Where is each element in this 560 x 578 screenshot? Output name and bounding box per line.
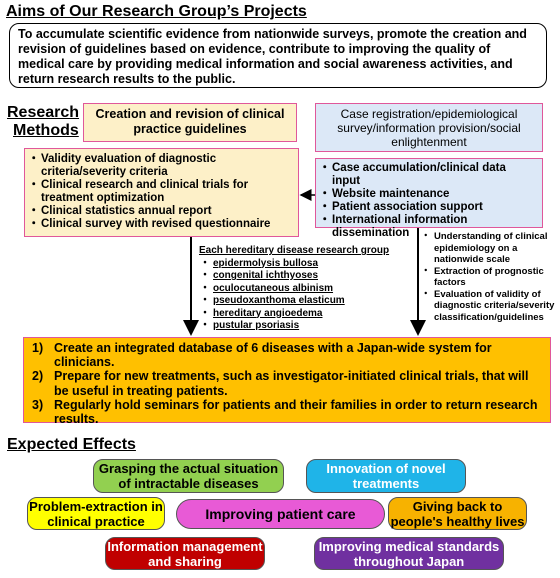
guidelines-box: Creation and revision of clinical practi… bbox=[83, 103, 297, 142]
registration-item: Patient association support bbox=[319, 201, 536, 214]
effect-medical-standards: Improving medical standards throughout J… bbox=[314, 537, 504, 570]
registration-items-box: Case accumulation/clinical data input We… bbox=[315, 158, 543, 239]
methods-heading-line2: Methods bbox=[13, 122, 79, 139]
disease-item: pseudoxanthoma elasticum bbox=[200, 295, 409, 308]
guidelines-item: Clinical survey with revised questionnai… bbox=[28, 218, 292, 231]
disease-group-title: Each hereditary disease research group bbox=[199, 245, 390, 256]
goal-item: 1) Create an integrated database of 6 dis… bbox=[30, 341, 544, 369]
effect-innovation: Innovation of novel treatments bbox=[306, 459, 466, 493]
goal-text: Prepare for new treatments, such as inve… bbox=[54, 369, 529, 398]
guidelines-item: Clinical research and clinical trials fo… bbox=[28, 179, 292, 205]
disease-item: pustular psoriasis bbox=[200, 320, 409, 333]
goals-box: 1) Create an integrated database of 6 dis… bbox=[23, 337, 551, 426]
goal-item: 3) Regularly hold seminars for patients a… bbox=[30, 398, 544, 426]
registration-box: Case registration/epidemiological survey… bbox=[315, 103, 543, 152]
epi-items: Understanding of clinical epidemiology o… bbox=[421, 231, 558, 324]
goal-text: Regularly hold seminars for patients and… bbox=[54, 397, 538, 427]
epi-item: Evaluation of validity of diagnostic cri… bbox=[421, 289, 558, 324]
methods-heading: Research Methods bbox=[7, 104, 79, 140]
registration-item: International information dissemination bbox=[319, 214, 536, 240]
methods-heading-line1: Research bbox=[7, 104, 80, 121]
effect-information-management: Information management and sharing bbox=[105, 537, 265, 570]
goal-text: Create an integrated database of 6 disea… bbox=[54, 341, 492, 370]
aims-text: To accumulate scientific evidence from n… bbox=[9, 23, 547, 88]
registration-item: Case accumulation/clinical data input bbox=[319, 162, 536, 188]
goal-number: 2) bbox=[32, 369, 44, 384]
effect-giving-back: Giving back to people's healthy lives bbox=[388, 497, 527, 530]
effect-patient-care: Improving patient care bbox=[176, 499, 385, 529]
guidelines-item: Validity evaluation of diagnostic criter… bbox=[28, 153, 292, 179]
disease-item: congenital ichthyoses bbox=[200, 270, 409, 283]
disease-item: hereditary angioedema bbox=[200, 308, 409, 321]
effect-grasping: Grasping the actual situation of intract… bbox=[93, 459, 284, 493]
guidelines-item: Clinical statistics annual report bbox=[28, 205, 292, 218]
registration-item: Website maintenance bbox=[319, 188, 536, 201]
aims-heading: Aims of Our Research Group’s Projects bbox=[6, 3, 307, 20]
goal-number: 3) bbox=[32, 397, 44, 412]
guidelines-items-box: Validity evaluation of diagnostic criter… bbox=[24, 148, 299, 237]
goal-number: 1) bbox=[32, 341, 44, 355]
epi-item: Extraction of prognostic factors bbox=[421, 266, 558, 289]
disease-item: oculocutaneous albinism bbox=[200, 283, 409, 296]
goal-item: 2) Prepare for new treatments, such as in… bbox=[30, 369, 544, 397]
epi-item: Understanding of clinical epidemiology o… bbox=[421, 231, 558, 266]
effects-heading: Expected Effects bbox=[7, 436, 136, 453]
disease-group: Each hereditary disease research group e… bbox=[199, 245, 409, 333]
disease-item: epidermolysis bullosa bbox=[200, 258, 409, 271]
effect-problem-extraction: Problem-extraction in clinical practice bbox=[27, 497, 165, 530]
